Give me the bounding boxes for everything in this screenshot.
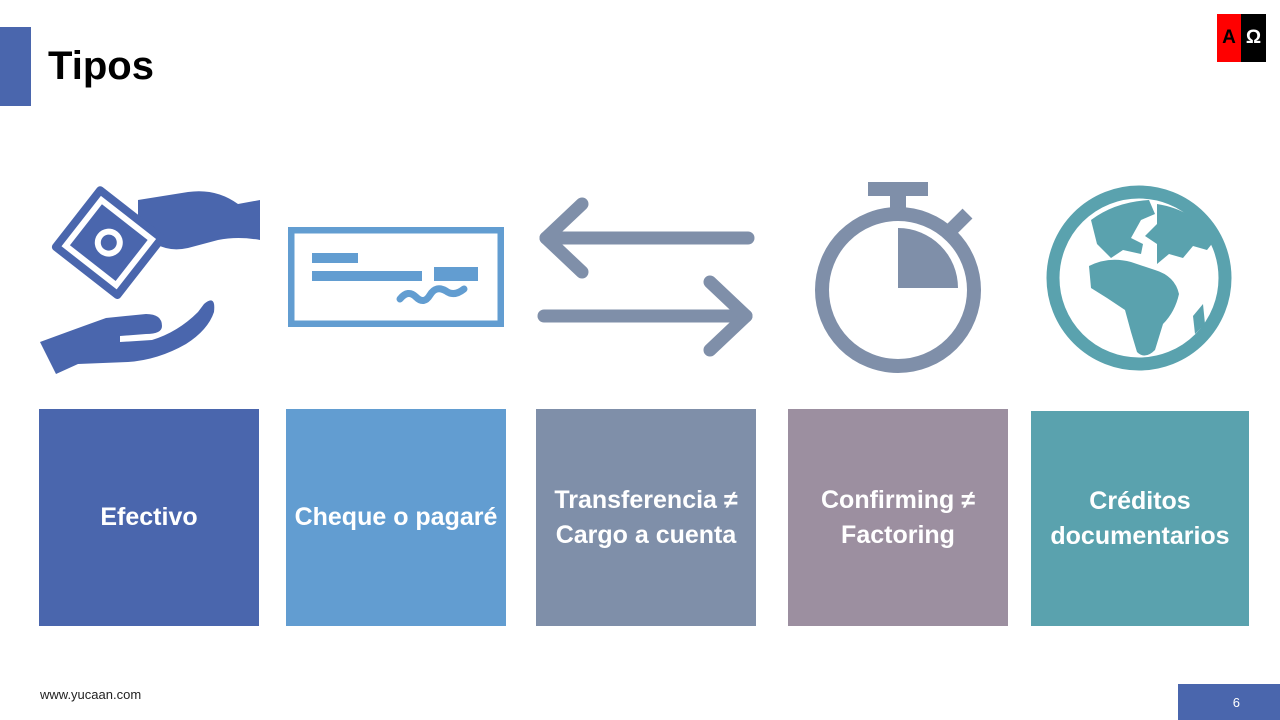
logo-omega: Ω bbox=[1241, 14, 1266, 62]
cash-hand-icon bbox=[40, 186, 260, 374]
item-box-creditos: Créditos documentarios bbox=[1031, 411, 1249, 626]
transfer-arrows-icon bbox=[537, 197, 755, 357]
stopwatch-icon bbox=[815, 182, 981, 373]
globe-icon bbox=[1046, 185, 1232, 371]
logo: A Ω bbox=[1217, 14, 1266, 62]
check-icon bbox=[288, 227, 504, 327]
page-number: 6 bbox=[1178, 684, 1280, 720]
logo-alpha: A bbox=[1217, 14, 1241, 62]
item-box-efectivo: Efectivo bbox=[39, 409, 259, 626]
item-box-confirming: Confirming ≠ Factoring bbox=[788, 409, 1008, 626]
page-title: Tipos bbox=[48, 44, 154, 88]
item-box-cheque: Cheque o pagaré bbox=[286, 409, 506, 626]
footer-url: www.yucaan.com bbox=[40, 687, 142, 702]
item-box-transferencia: Transferencia ≠ Cargo a cuenta bbox=[536, 409, 756, 626]
title-accent-bar bbox=[0, 27, 31, 106]
